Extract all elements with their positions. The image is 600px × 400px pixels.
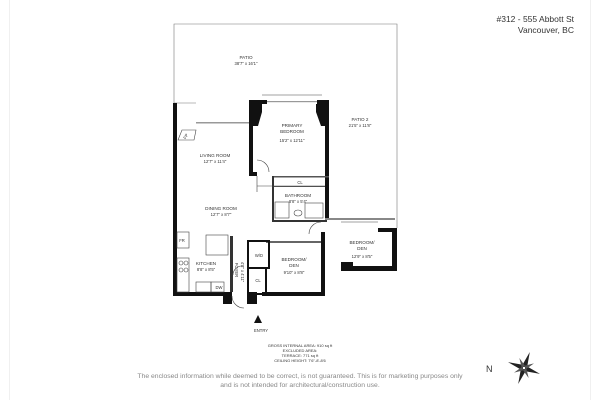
entry-label: ENTRY — [254, 328, 268, 333]
bathroom-dims: 8'8" x 5'4" — [289, 199, 308, 204]
patio-label: PATIO — [239, 55, 253, 60]
fireplace-label: FP — [182, 133, 189, 140]
washer-dryer-label: W/D — [255, 253, 263, 258]
excluded-area-text: EXCLUDED AREA: — [283, 348, 318, 353]
closet-2-label: CL — [255, 278, 261, 283]
address-line-2: Vancouver, BC — [517, 25, 574, 35]
primary-bedroom-dims: 15'2" x 12'11" — [280, 138, 305, 143]
primary-bedroom-label-1: PRIMARY — [282, 123, 303, 128]
gross-area-text: GROSS INTERNAL AREA: 910 sq ft — [268, 343, 333, 348]
bedroom-den-label-1: BEDROOM/ — [281, 257, 307, 262]
bedroom-den-2-label-2: DEN — [357, 246, 367, 251]
patio-outline — [173, 23, 398, 228]
closet-label: CL — [297, 180, 303, 185]
bedroom-den-label-2: DEN — [289, 263, 299, 268]
bedroom-den-dims: 9'10" x 8'8" — [284, 270, 305, 275]
patio2-dims: 21'5" x 11'8" — [349, 123, 372, 128]
patio-dims: 38'7" x 16'1" — [235, 61, 258, 66]
floor-plan-sheet — [10, 0, 590, 400]
terrace-area-text: TERRACE: 771 sq ft — [282, 353, 320, 358]
living-room-label: LIVING ROOM — [200, 153, 231, 158]
bathroom-label: BATHROOM — [285, 193, 311, 198]
disclaimer-line-1: The enclosed information while deemed to… — [137, 373, 463, 380]
fridge-label: FR — [179, 238, 185, 243]
kitchen-dims: 8'8" x 8'5" — [197, 267, 216, 272]
foyer-dims: 4'8" x 4'11" — [240, 262, 245, 283]
kitchen-label: KITCHEN — [196, 261, 216, 266]
bedroom-den-2-dims: 12'9" x 8'5" — [352, 254, 373, 259]
patio2-label: PATIO 2 — [352, 117, 369, 122]
living-room-dims: 12'7" x 11'4" — [204, 159, 227, 164]
dining-room-dims: 12'7" x 8'7" — [211, 212, 232, 217]
foyer-label: FOYER — [234, 263, 239, 277]
dishwasher-label: DW — [216, 285, 223, 290]
fixtures — [176, 94, 378, 309]
primary-bedroom-label-2: BEDROOM — [280, 129, 304, 134]
bedroom-den-2-label-1: BEDROOM/ — [349, 240, 375, 245]
ceiling-height-text: CEILING HEIGHT: 7'6"-8'-8'6 — [274, 358, 326, 363]
disclaimer-line-2: and is not intended for architectural/co… — [220, 382, 380, 389]
dining-room-label: DINING ROOM — [205, 206, 237, 211]
exterior-walls — [173, 100, 397, 304]
compass-icon — [508, 352, 540, 384]
entry-arrow-icon — [254, 315, 262, 323]
address-line-1: #312 - 555 Abbott St — [496, 14, 574, 24]
compass-north-label: N — [486, 364, 493, 374]
